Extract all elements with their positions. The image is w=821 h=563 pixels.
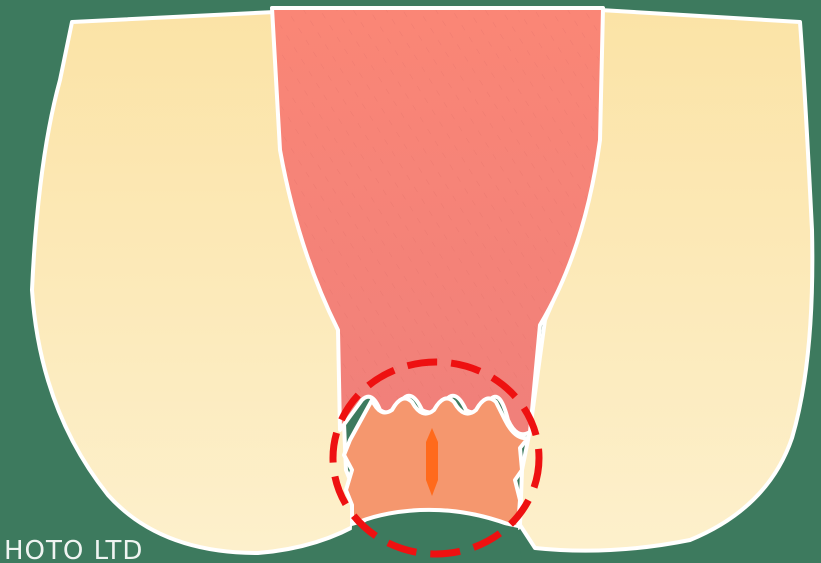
watermark-text: HOTO LTD [4,538,143,563]
